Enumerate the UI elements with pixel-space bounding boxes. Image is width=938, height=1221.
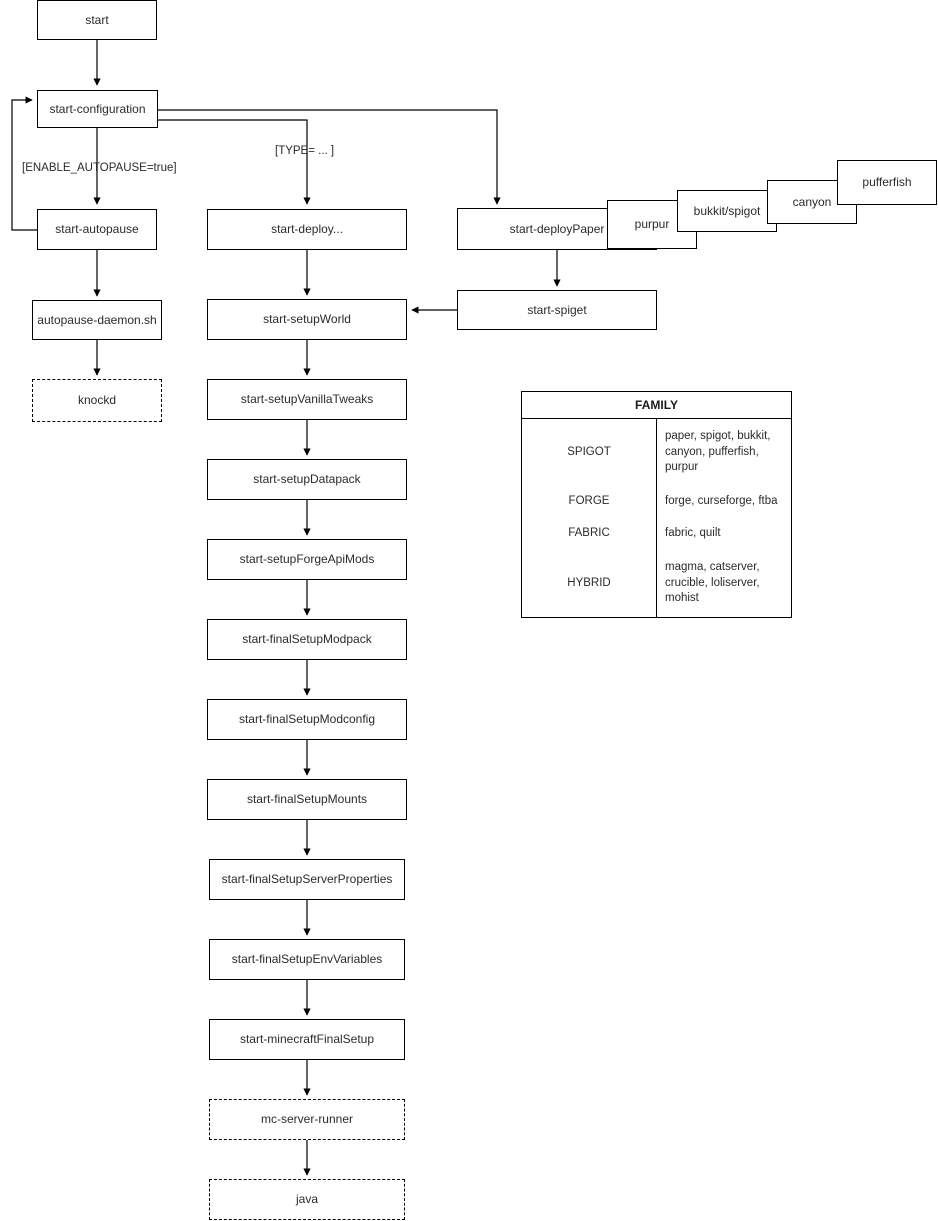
- node-start-deploy-label: start-deploy...: [271, 222, 343, 236]
- node-start-autopause-label: start-autopause: [55, 222, 139, 236]
- family-value-spigot: paper, spigot, bukkit, canyon, pufferfis…: [665, 430, 771, 474]
- node-knockd[interactable]: knockd: [32, 379, 162, 422]
- node-mc-server-runner-label: mc-server-runner: [260, 1112, 353, 1126]
- node-start-autopause[interactable]: start-autopause: [37, 209, 157, 250]
- node-start-setup-vanilla-tweaks[interactable]: start-setupVanillaTweaks: [207, 379, 407, 420]
- node-canyon-label: canyon: [792, 194, 832, 209]
- node-start-configuration-label: start-configuration: [49, 101, 146, 116]
- node-start-spiget[interactable]: start-spiget: [457, 290, 657, 330]
- table-row: HYBRID magma, catserver, crucible, lolis…: [522, 549, 791, 617]
- node-start-final-setup-modconfig-label: start-finalSetupModconfig: [238, 712, 376, 726]
- family-value-fabric: fabric, quilt: [665, 527, 721, 540]
- edge-label-enable-autopause: [ENABLE_AUTOPAUSE=true]: [22, 162, 177, 174]
- node-start-final-setup-server-properties[interactable]: start-finalSetupServerProperties: [209, 859, 405, 900]
- node-bukkit-spigot[interactable]: bukkit/spigot: [677, 190, 777, 232]
- node-java-label: java: [295, 1192, 318, 1206]
- node-start-final-setup-server-properties-label: start-finalSetupServerProperties: [221, 872, 393, 886]
- node-start-final-setup-modpack[interactable]: start-finalSetupModpack: [207, 619, 407, 660]
- family-value-forge: forge, curseforge, ftba: [665, 495, 778, 508]
- edge-configuration-to-deploy: [158, 119, 311, 205]
- node-start-final-setup-env-variables-label: start-finalSetupEnvVariables: [231, 952, 383, 966]
- node-start-deploy[interactable]: start-deploy...: [207, 209, 407, 250]
- family-value-hybrid: magma, catserver, crucible, loliserver, …: [665, 561, 760, 605]
- family-table-header: FAMILY: [522, 392, 791, 419]
- table-row: FABRIC fabric, quilt: [522, 518, 791, 550]
- edge-configuration-to-deploypaper: [158, 109, 501, 205]
- node-autopause-daemon-label: autopause-daemon.sh: [37, 312, 157, 327]
- node-autopause-daemon[interactable]: autopause-daemon.sh: [32, 300, 162, 340]
- node-start-final-setup-env-variables[interactable]: start-finalSetupEnvVariables: [209, 939, 405, 980]
- node-start-final-setup-modpack-label: start-finalSetupModpack: [242, 632, 372, 646]
- node-start-minecraft-final-setup-label: start-minecraftFinalSetup: [239, 1032, 375, 1046]
- family-table: FAMILY SPIGOT paper, spigot, bukkit, can…: [522, 392, 791, 617]
- node-start-setup-forge-api-mods-label: start-setupForgeApiMods: [239, 552, 375, 566]
- node-start-configuration[interactable]: start-configuration: [37, 90, 158, 128]
- node-start-final-setup-mounts[interactable]: start-finalSetupMounts: [207, 779, 407, 820]
- family-key-spigot: SPIGOT: [522, 418, 657, 487]
- node-start-minecraft-final-setup[interactable]: start-minecraftFinalSetup: [209, 1019, 405, 1060]
- node-java[interactable]: java: [209, 1179, 405, 1220]
- node-start-setup-forge-api-mods[interactable]: start-setupForgeApiMods: [207, 539, 407, 580]
- node-start-final-setup-modconfig[interactable]: start-finalSetupModconfig: [207, 699, 407, 740]
- node-start-setup-vanilla-tweaks-label: start-setupVanillaTweaks: [240, 392, 374, 406]
- node-start[interactable]: start: [37, 0, 157, 40]
- node-purpur-label: purpur: [634, 217, 670, 231]
- node-bukkit-spigot-label: bukkit/spigot: [693, 203, 761, 218]
- family-table-body: SPIGOT paper, spigot, bukkit, canyon, pu…: [522, 418, 791, 617]
- node-knockd-label: knockd: [77, 393, 117, 407]
- family-key-forge: FORGE: [522, 486, 657, 519]
- family-legend: FAMILY SPIGOT paper, spigot, bukkit, can…: [521, 391, 792, 618]
- node-pufferfish[interactable]: pufferfish: [837, 160, 937, 205]
- node-start-final-setup-mounts-label: start-finalSetupMounts: [246, 792, 368, 806]
- node-start-setup-world-label: start-setupWorld: [263, 312, 351, 326]
- node-mc-server-runner[interactable]: mc-server-runner: [209, 1099, 405, 1140]
- node-start-label: start: [85, 12, 109, 27]
- family-key-fabric: FABRIC: [522, 518, 657, 550]
- table-row: FORGE forge, curseforge, ftba: [522, 486, 791, 519]
- node-start-deploy-paper-label: start-deployPaper: [509, 221, 605, 236]
- family-key-hybrid: HYBRID: [522, 549, 657, 617]
- node-pufferfish-label: pufferfish: [862, 175, 912, 189]
- node-start-setup-world[interactable]: start-setupWorld: [207, 299, 407, 340]
- edge-label-type: [TYPE= ... ]: [275, 145, 335, 157]
- table-row: SPIGOT paper, spigot, bukkit, canyon, pu…: [522, 418, 791, 487]
- node-start-setup-datapack[interactable]: start-setupDatapack: [207, 459, 407, 500]
- node-start-spiget-label: start-spiget: [527, 302, 587, 317]
- node-start-setup-datapack-label: start-setupDatapack: [253, 472, 361, 486]
- family-table-header-row: FAMILY: [522, 392, 791, 419]
